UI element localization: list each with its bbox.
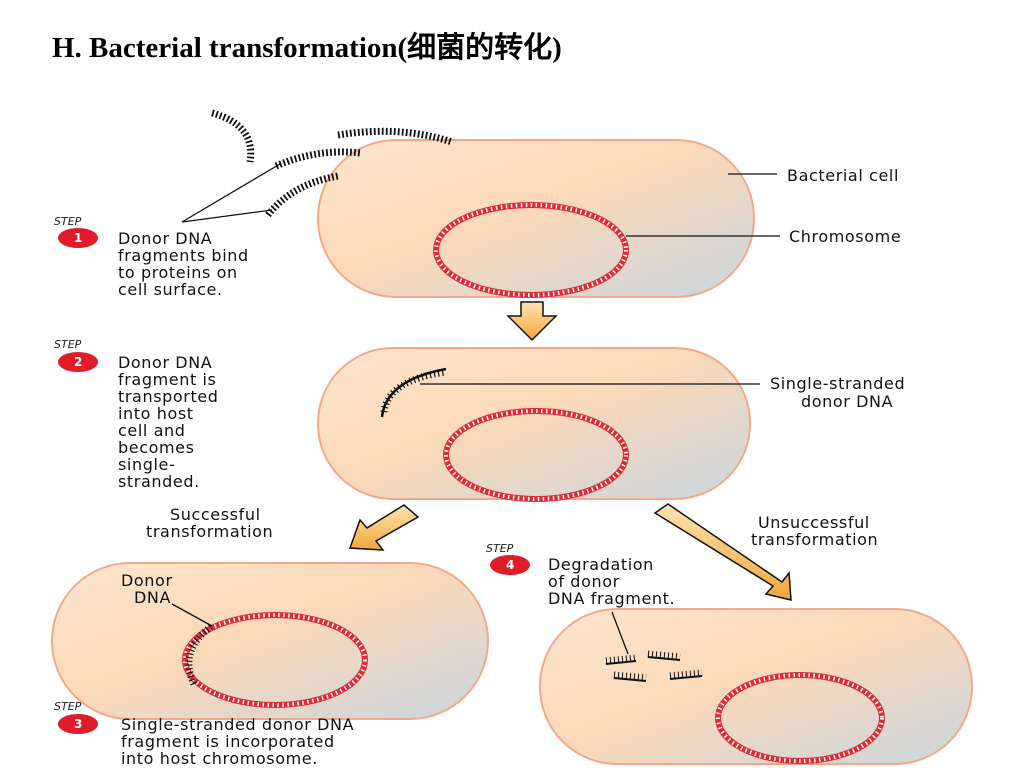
step-text-line: transported (118, 387, 219, 406)
step-badge (58, 228, 98, 248)
step-text-line: Donor DNA (118, 229, 212, 248)
step-2: STEP 2 Donor DNA fragment is transported… (54, 338, 219, 491)
chromosome-label: Chromosome (789, 227, 901, 246)
step-badge (58, 352, 98, 372)
step-text-line: into host (118, 404, 194, 423)
cell-step3: Donor DNA (51, 562, 489, 720)
step-text-line: Degradation (548, 555, 654, 574)
bacterial-cell-2 (317, 347, 751, 500)
step-text-line: fragment is incorporated (121, 732, 335, 751)
step-badge (58, 714, 98, 734)
successful-label: Successful (170, 505, 261, 524)
step-text-line: into host chromosome. (121, 749, 318, 768)
down-arrow (506, 301, 558, 342)
donor-dna-fragment-b (337, 127, 454, 146)
step-text-line: Donor DNA (118, 353, 212, 372)
step-number: 2 (74, 355, 82, 369)
chromosome-3 (182, 612, 368, 708)
bacterial-cell-1 (317, 139, 755, 298)
bacterial-cell-label: Bacterial cell (787, 166, 899, 185)
step-tag: STEP (54, 215, 82, 228)
successful-label: transformation (146, 522, 273, 541)
cell-step4 (539, 608, 973, 765)
step-4: STEP 4 Degradation of donor DNA fragment… (486, 542, 675, 608)
donor-dna-fragment-d (265, 172, 339, 218)
step-number: 4 (506, 558, 514, 572)
step-text-line: fragments bind (118, 246, 249, 265)
step-text-line: Single-stranded donor DNA (121, 715, 354, 734)
step-3: STEP 3 Single-stranded donor DNA fragmen… (54, 700, 354, 768)
cell-step1: Bacterial cell Chromosome (181, 109, 901, 298)
cell-step2: Single-stranded donor DNA (317, 347, 905, 502)
slide-title: H. Bacterial transformation(细菌的转化) (52, 32, 562, 64)
step-badge (490, 555, 530, 575)
step-tag: STEP (54, 338, 82, 351)
step-text-line: stranded. (118, 472, 200, 491)
donor-dna-fragment-a (211, 109, 255, 163)
step-text-line: of donor (548, 572, 620, 591)
step-text-line: becomes (118, 438, 195, 457)
chromosome-2 (443, 408, 629, 502)
degraded-fragments (605, 650, 703, 682)
unsuccessful-arrow (653, 503, 792, 601)
step-text-line: fragment is (118, 370, 216, 389)
chromosome-1 (433, 202, 629, 298)
donor-dna-fragment-c (274, 148, 361, 170)
step-number: 3 (74, 717, 82, 731)
step-text-line: to proteins on (118, 263, 238, 282)
unsuccessful-label: transformation (751, 530, 878, 549)
donor-dna-label: DNA (134, 588, 171, 607)
step-tag: STEP (54, 700, 82, 713)
step-tag: STEP (486, 542, 514, 555)
step-text-line: single- (118, 455, 175, 474)
bacterial-cell-4 (539, 608, 973, 765)
chromosome-4 (715, 672, 885, 764)
single-stranded-dna-ticks (380, 368, 447, 413)
step-text-line: DNA fragment. (548, 589, 675, 608)
bacterial-cell-3 (51, 562, 489, 720)
step-1: STEP 1 Donor DNA fragments bind to prote… (54, 215, 249, 299)
unsuccessful-label: Unsuccessful (758, 513, 870, 532)
step-text-line: cell surface. (118, 280, 223, 299)
donor-dna-label: Donor (121, 571, 173, 590)
single-stranded-label: Single-stranded (770, 374, 905, 393)
single-stranded-label: donor DNA (801, 392, 893, 411)
step-number: 1 (74, 231, 82, 245)
successful-arrow (348, 504, 420, 551)
step-text-line: cell and (118, 421, 186, 440)
